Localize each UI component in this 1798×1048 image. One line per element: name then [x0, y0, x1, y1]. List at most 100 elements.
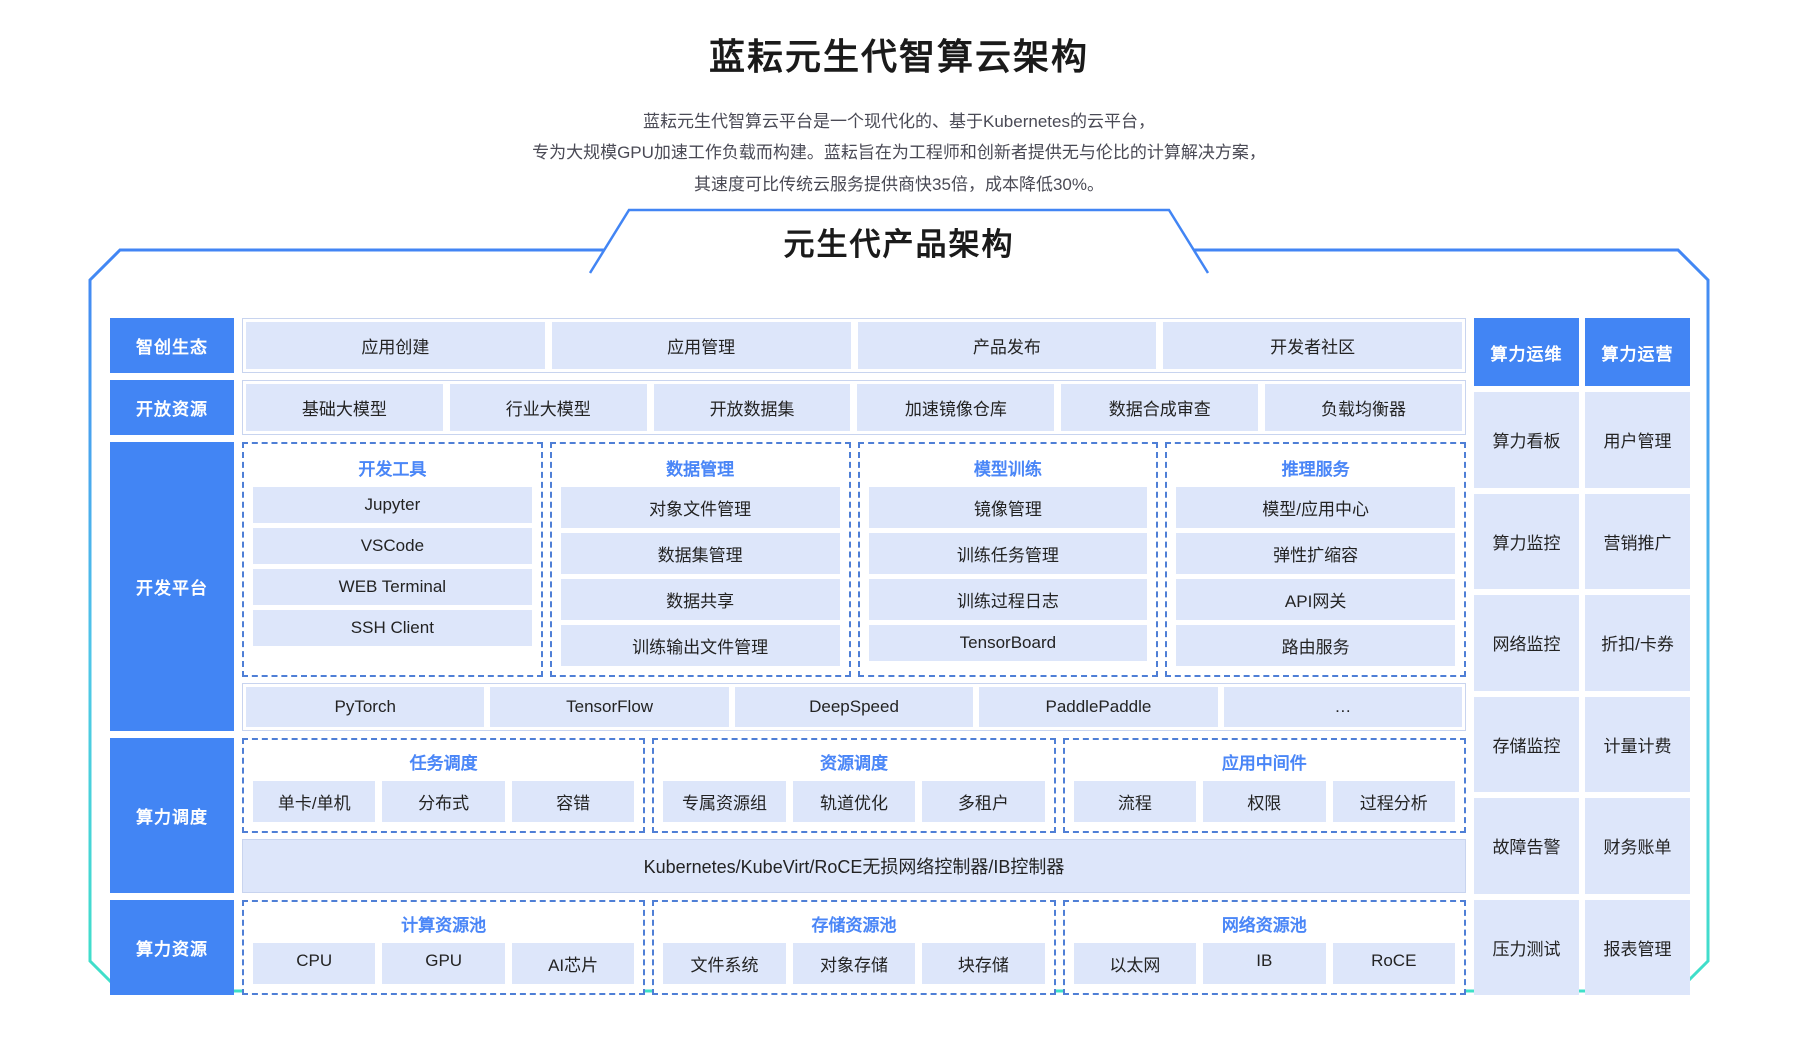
group-title: 计算资源池 — [401, 916, 487, 935]
group-items: 文件系统 对象存储 块存储 — [663, 943, 1045, 984]
group-items: 模型/应用中心 弹性扩缩容 API网关 路由服务 — [1176, 487, 1455, 666]
subtitle-line-3: 其速度可比传统云服务提供商快35倍，成本降低30%。 — [694, 174, 1104, 194]
list-item[interactable]: API网关 — [1176, 579, 1455, 620]
main-layer-stack: 智创生态 应用创建 应用管理 产品发布 开发者社区 开放资源 基础大模型 行业大… — [110, 318, 1466, 995]
subtitle-line-1: 蓝耘元生代智算云平台是一个现代化的、基于Kubernetes的云平台， — [643, 112, 1155, 131]
list-item[interactable]: 路由服务 — [1176, 625, 1455, 666]
list-item[interactable]: AI芯片 — [511, 943, 635, 984]
open-resource-cell[interactable]: 开放数据集 — [653, 384, 851, 431]
ecosystem-cell[interactable]: 开发者社区 — [1163, 322, 1462, 369]
list-item[interactable]: 权限 — [1203, 781, 1326, 822]
open-resource-cell[interactable]: 加速镜像仓库 — [857, 384, 1055, 431]
framework-cell[interactable]: TensorFlow — [490, 687, 729, 727]
list-item[interactable]: 过程分析 — [1332, 781, 1455, 822]
list-item[interactable]: 模型/应用中心 — [1176, 487, 1455, 528]
list-item[interactable]: 文件系统 — [663, 943, 786, 984]
ops-column-header: 算力运维 — [1474, 318, 1579, 386]
layer-scheduling: 算力调度 任务调度 单卡/单机 分布式 容错 资源调度 — [110, 738, 1466, 893]
list-item[interactable]: TensorBoard — [868, 625, 1148, 661]
compute-resource-body: 计算资源池 CPU GPU AI芯片 存储资源池 文件系统 对象存储 — [242, 900, 1466, 995]
group-items: 流程 权限 过程分析 — [1073, 781, 1455, 822]
layer-label-dev-platform: 开发平台 — [110, 442, 234, 731]
group-dev-tools: 开发工具 Jupyter VSCode WEB Terminal SSH Cli… — [242, 442, 543, 677]
ops-item[interactable]: 折扣/卡券 — [1585, 595, 1690, 691]
list-item[interactable]: 单卡/单机 — [253, 781, 376, 822]
list-item[interactable]: 训练过程日志 — [868, 579, 1148, 620]
list-item[interactable]: 以太网 — [1073, 943, 1197, 984]
framework-cell[interactable]: DeepSpeed — [734, 687, 974, 727]
list-item[interactable]: 数据集管理 — [560, 533, 840, 574]
list-item[interactable]: IB — [1203, 943, 1326, 984]
open-resource-cell[interactable]: 数据合成审查 — [1061, 384, 1259, 431]
layer-label-scheduling: 算力调度 — [110, 738, 234, 893]
ops-item[interactable]: 存储监控 — [1474, 696, 1579, 792]
ops-item[interactable]: 算力看板 — [1474, 392, 1579, 488]
group-title: 数据管理 — [666, 460, 735, 479]
list-item[interactable]: 轨道优化 — [792, 781, 916, 822]
group-items: 以太网 IB RoCE — [1073, 943, 1455, 984]
scheduling-groups: 任务调度 单卡/单机 分布式 容错 资源调度 专属资源组 轨道优化 — [242, 738, 1466, 833]
list-item[interactable]: SSH Client — [253, 610, 532, 646]
list-item[interactable]: WEB Terminal — [253, 569, 532, 605]
list-item[interactable]: 训练输出文件管理 — [560, 625, 840, 666]
list-item[interactable]: 块存储 — [922, 943, 1045, 984]
framework-cell-more[interactable]: … — [1223, 687, 1463, 727]
ops-item[interactable]: 算力监控 — [1474, 493, 1579, 589]
group-title: 网络资源池 — [1221, 916, 1307, 935]
dev-platform-body: 开发工具 Jupyter VSCode WEB Terminal SSH Cli… — [242, 442, 1466, 731]
list-item[interactable]: 数据共享 — [560, 579, 840, 620]
group-items: CPU GPU AI芯片 — [253, 943, 635, 984]
list-item[interactable]: 对象文件管理 — [560, 487, 840, 528]
group-inference-service: 推理服务 模型/应用中心 弹性扩缩容 API网关 路由服务 — [1165, 442, 1466, 677]
list-item[interactable]: 专属资源组 — [663, 781, 786, 822]
list-item[interactable]: 分布式 — [382, 781, 505, 822]
group-title: 模型训练 — [973, 460, 1042, 479]
framework-cell[interactable]: PyTorch — [246, 687, 485, 727]
list-item[interactable]: 流程 — [1073, 781, 1197, 822]
ops-item[interactable]: 网络监控 — [1474, 595, 1579, 691]
group-app-middleware: 应用中间件 流程 权限 过程分析 — [1062, 738, 1466, 833]
architecture-banner: 元生代产品架构 — [589, 208, 1209, 274]
open-resource-cell[interactable]: 行业大模型 — [449, 384, 647, 431]
group-network-pool: 网络资源池 以太网 IB RoCE — [1062, 900, 1466, 995]
layer-ecosystem: 智创生态 应用创建 应用管理 产品发布 开发者社区 — [110, 318, 1466, 373]
ops-columns: 算力运维 算力看板 算力监控 网络监控 存储监控 故障告警 压力测试 算力运营 … — [1474, 318, 1690, 995]
ops-item[interactable]: 报表管理 — [1585, 899, 1690, 995]
ops-item[interactable]: 财务账单 — [1585, 798, 1690, 894]
ops-item[interactable]: 计量计费 — [1585, 696, 1690, 792]
ecosystem-cells: 应用创建 应用管理 产品发布 开发者社区 — [242, 318, 1466, 373]
subtitle-line-2: 专为大规模GPU加速工作负载而构建。蓝耘旨在为工程师和创新者提供无与伦比的计算解… — [532, 143, 1266, 163]
list-item[interactable]: 弹性扩缩容 — [1176, 533, 1455, 574]
group-storage-pool: 存储资源池 文件系统 对象存储 块存储 — [652, 900, 1056, 995]
layer-compute-resource: 算力资源 计算资源池 CPU GPU AI芯片 存储资源池 — [110, 900, 1466, 995]
open-resource-cells: 基础大模型 行业大模型 开放数据集 加速镜像仓库 数据合成审查 负载均衡器 — [242, 380, 1466, 435]
infra-bar[interactable]: Kubernetes/KubeVirt/RoCE无损网络控制器/IB控制器 — [242, 839, 1466, 893]
list-item[interactable]: 多租户 — [922, 781, 1045, 822]
ops-item[interactable]: 用户管理 — [1585, 392, 1690, 488]
list-item[interactable]: Jupyter — [253, 487, 532, 523]
ops-column-maintenance: 算力运维 算力看板 算力监控 网络监控 存储监控 故障告警 压力测试 — [1474, 318, 1579, 995]
ecosystem-cell[interactable]: 应用管理 — [551, 322, 851, 369]
list-item[interactable]: 容错 — [511, 781, 635, 822]
list-item[interactable]: CPU — [253, 943, 376, 984]
group-title: 应用中间件 — [1221, 754, 1307, 773]
ops-item[interactable]: 压力测试 — [1474, 899, 1579, 995]
list-item[interactable]: 镜像管理 — [868, 487, 1148, 528]
list-item[interactable]: 训练任务管理 — [868, 533, 1148, 574]
list-item[interactable]: VSCode — [253, 528, 532, 564]
framework-cell[interactable]: PaddlePaddle — [979, 687, 1218, 727]
list-item[interactable]: 对象存储 — [792, 943, 916, 984]
ops-item[interactable]: 故障告警 — [1474, 798, 1579, 894]
ecosystem-cell[interactable]: 产品发布 — [857, 322, 1157, 369]
dev-platform-groups: 开发工具 Jupyter VSCode WEB Terminal SSH Cli… — [242, 442, 1466, 677]
banner-hexagon-icon — [589, 208, 1209, 274]
group-title: 任务调度 — [409, 754, 478, 773]
list-item[interactable]: RoCE — [1332, 943, 1455, 984]
open-resource-cell[interactable]: 负载均衡器 — [1265, 384, 1462, 431]
open-resource-cell[interactable]: 基础大模型 — [246, 384, 443, 431]
list-item[interactable]: GPU — [382, 943, 505, 984]
ecosystem-cell[interactable]: 应用创建 — [246, 322, 545, 369]
ops-column-operations: 算力运营 用户管理 营销推广 折扣/卡券 计量计费 财务账单 报表管理 — [1585, 318, 1690, 995]
ops-item[interactable]: 营销推广 — [1585, 493, 1690, 589]
